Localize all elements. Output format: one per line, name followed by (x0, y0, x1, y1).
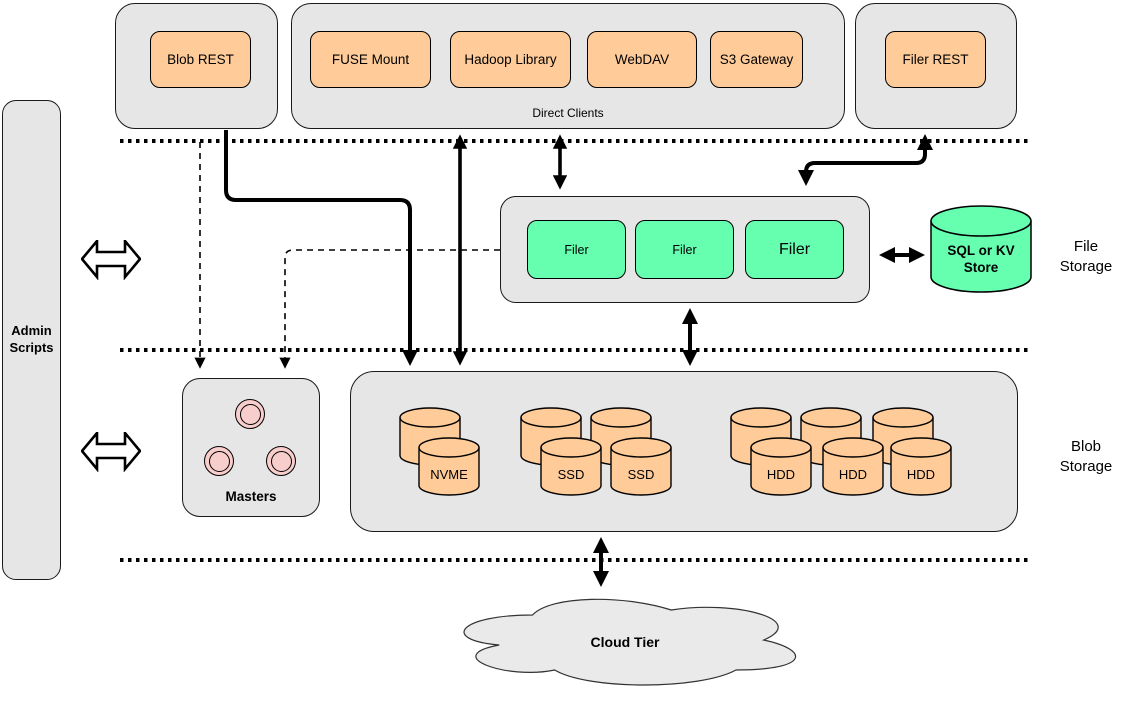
volume-cylinder-hdd: HDD (750, 437, 812, 496)
volume-cylinder-hdd: HDD (822, 437, 884, 496)
admin-scripts-bar: Admin Scripts (2, 100, 61, 580)
node-webdav: WebDAV (587, 31, 697, 88)
node-s3-gateway: S3 Gateway (710, 31, 803, 88)
volume-cylinder-ssd: SSD (610, 437, 672, 496)
node-fuse-mount: FUSE Mount (310, 31, 431, 88)
edge-dashed-filer-masters (279, 249, 500, 369)
sql-kv-store-label-line2: Store (964, 260, 999, 275)
master-node-1 (235, 399, 265, 429)
sql-kv-store-cylinder: SQL or KV Store (930, 205, 1032, 293)
ssd-label: SSD (558, 467, 585, 482)
volume-cylinder-hdd: HDD (890, 437, 952, 496)
master-node-3-core (270, 450, 292, 472)
master-node-2 (204, 446, 234, 476)
volume-cylinder-ssd: SSD (540, 437, 602, 496)
masters-group: Masters (182, 378, 320, 517)
cloud-tier-shape: Cloud Tier (463, 598, 797, 686)
admin-blob-storage-arrow (81, 432, 141, 472)
file-storage-section-label: File Storage (1059, 238, 1113, 276)
nvme-label: NVME (430, 467, 468, 482)
masters-label: Masters (225, 489, 277, 504)
node-hadoop-library: Hadoop Library (450, 31, 571, 88)
node-blob-rest: Blob REST (150, 31, 251, 88)
admin-scripts-label: Admin Scripts (9, 323, 54, 355)
master-node-2-core (208, 450, 230, 472)
node-filer-1: Filer (527, 220, 626, 279)
edge-filer-rest-filer (798, 134, 933, 186)
volume-cylinder-nvme: NVME (418, 437, 480, 496)
hdd-label: HDD (907, 467, 935, 482)
hdd-label: HDD (839, 467, 867, 482)
master-node-3 (266, 446, 296, 476)
admin-file-storage-arrow (81, 240, 141, 280)
blob-storage-section-label: Blob Storage (1059, 438, 1113, 476)
sql-kv-store-label-line1: SQL or KV (947, 243, 1014, 258)
node-filer-2: Filer (635, 220, 734, 279)
cloud-tier-label: Cloud Tier (591, 634, 661, 650)
master-node-1-core (239, 403, 261, 425)
edge-blob-rest-to-blob-storage (224, 130, 418, 366)
node-filer-3: Filer (745, 220, 844, 279)
direct-clients-label: Direct Clients (532, 106, 604, 120)
ssd-label: SSD (628, 467, 655, 482)
node-filer-rest: Filer REST (885, 31, 986, 88)
hdd-label: HDD (767, 467, 795, 482)
